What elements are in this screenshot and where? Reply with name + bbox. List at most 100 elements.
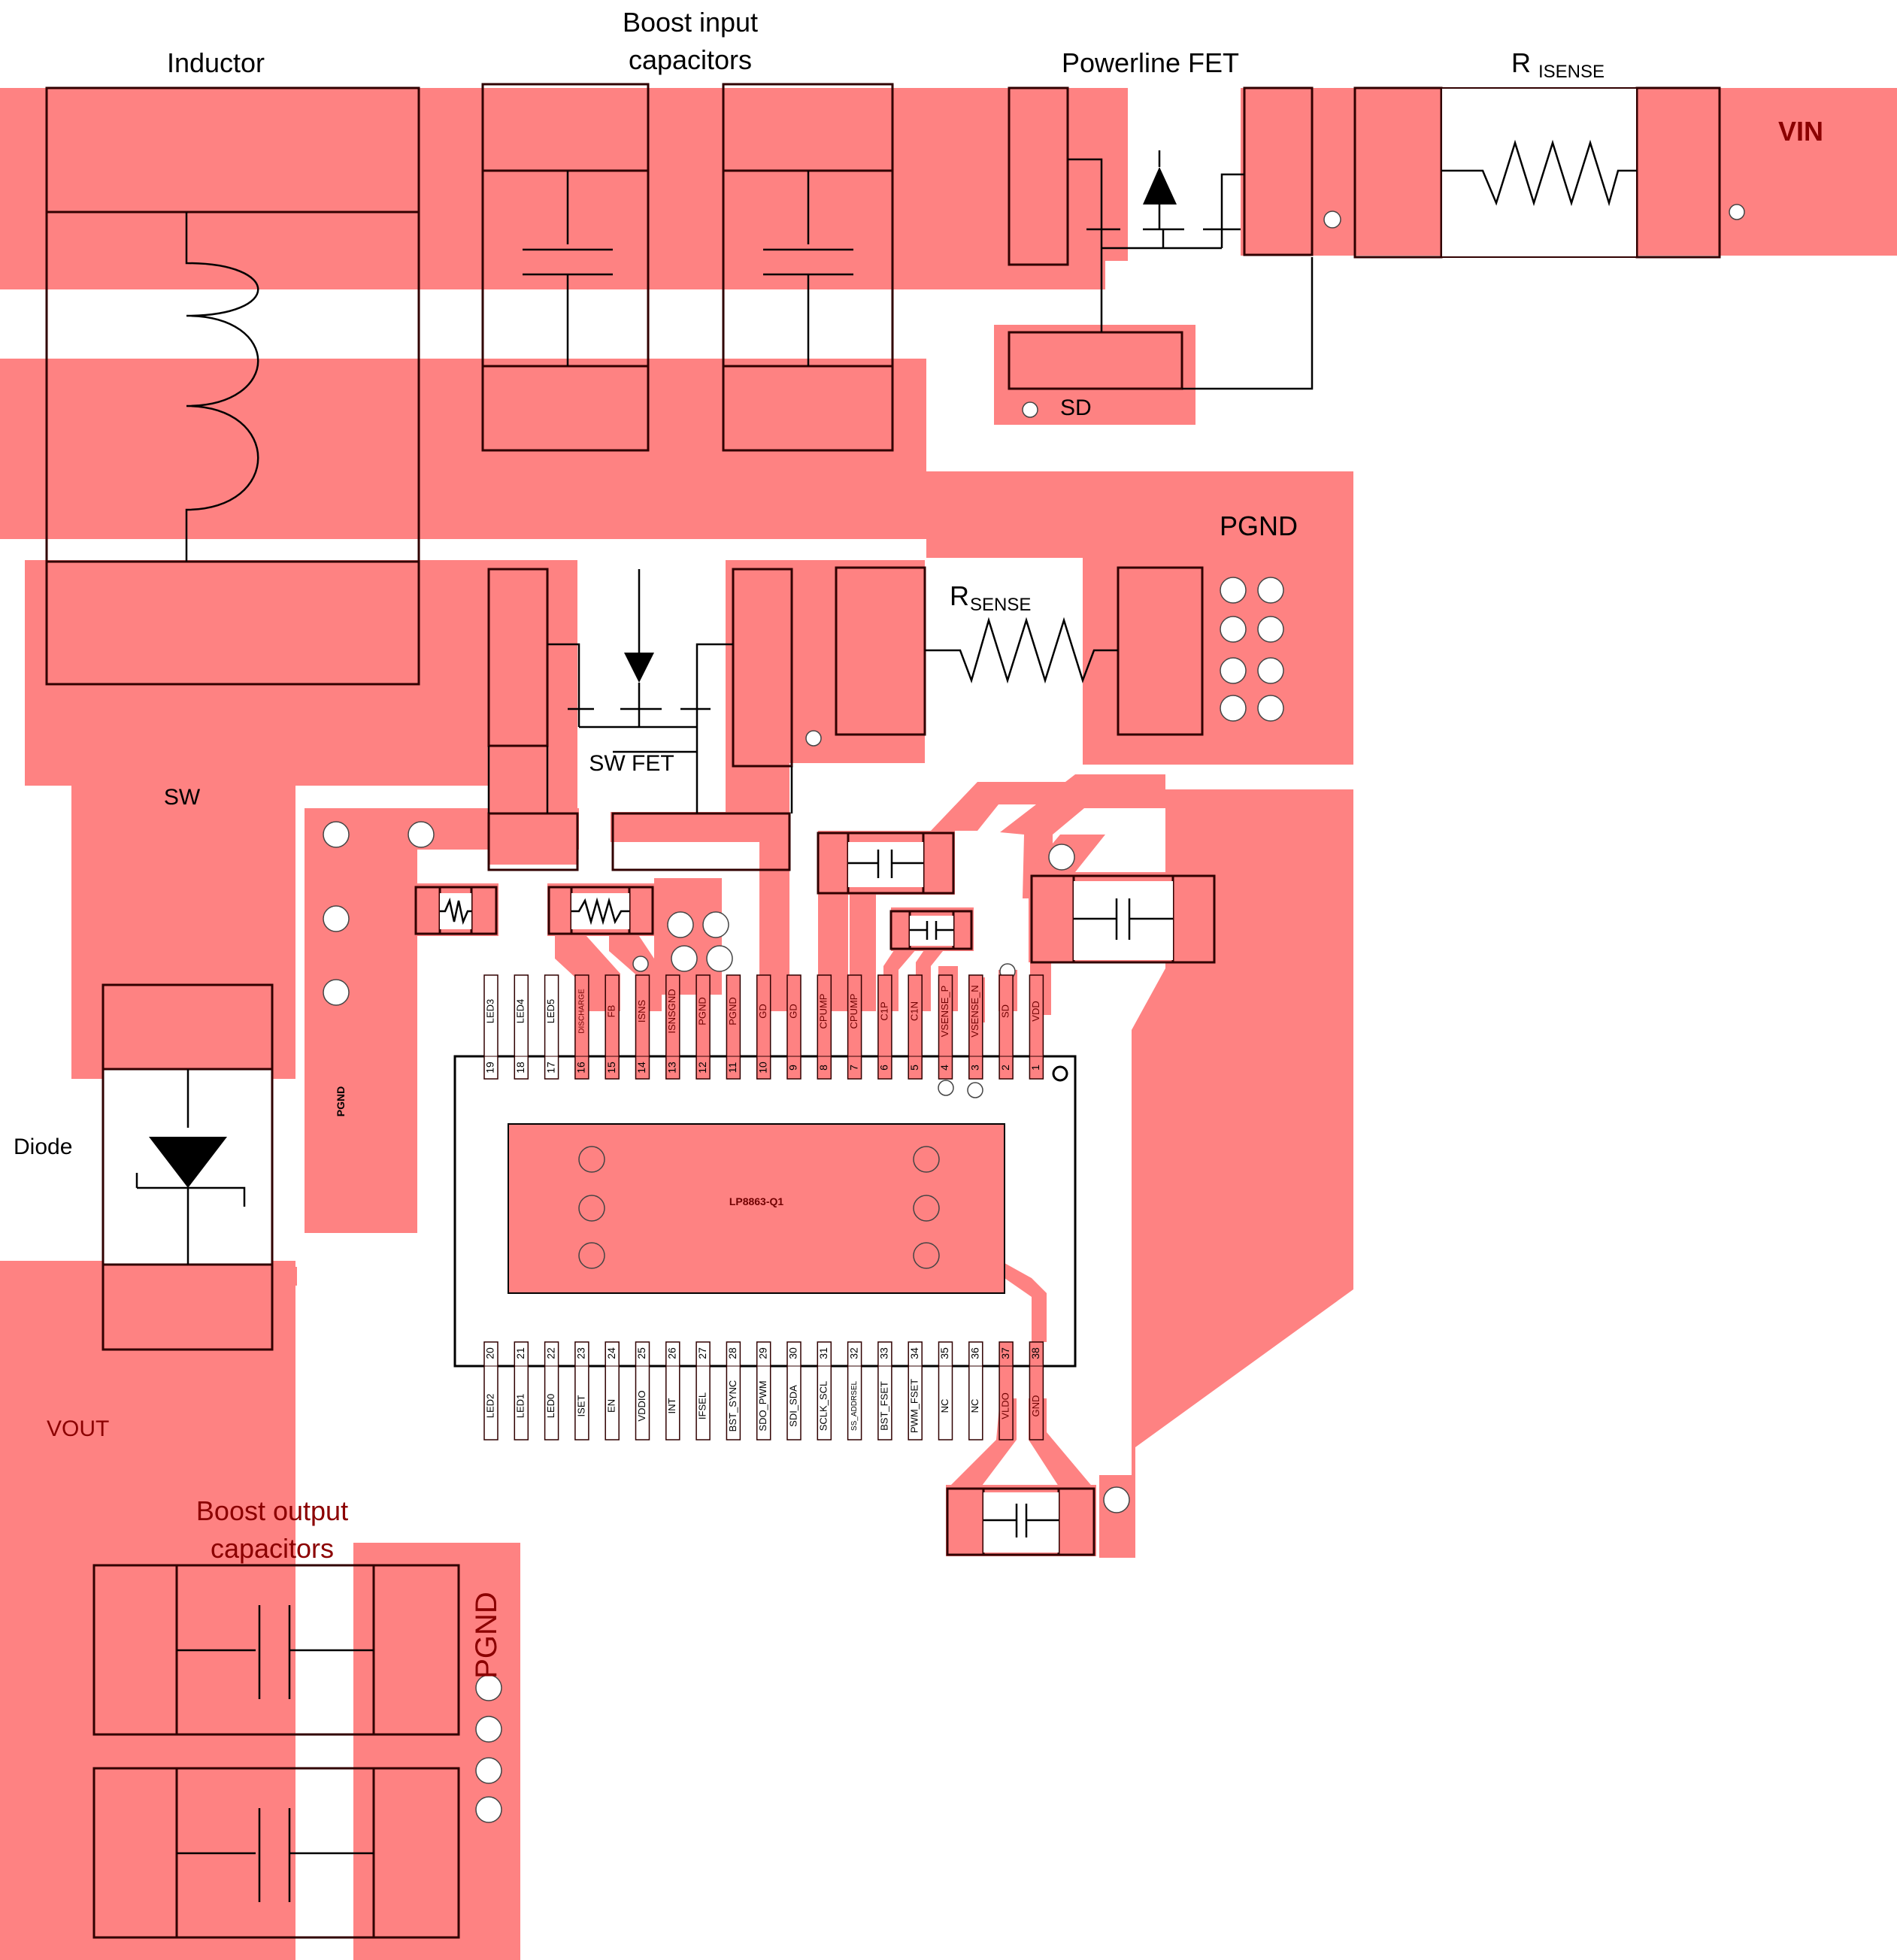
pin-pad xyxy=(574,974,589,1080)
vdd-cap-window xyxy=(1074,881,1173,960)
pin-name: LED1 xyxy=(515,1394,526,1419)
pin-number: 23 xyxy=(575,1347,587,1359)
via xyxy=(1729,204,1745,220)
via xyxy=(1220,616,1247,643)
pin-number: 1 xyxy=(1029,1065,1041,1071)
pin-number: 14 xyxy=(635,1062,647,1074)
pin-name: GND xyxy=(1030,1395,1041,1417)
via xyxy=(1220,577,1247,604)
pin-name: NC xyxy=(969,1399,980,1413)
pin-number: 24 xyxy=(605,1347,617,1359)
pin-name: VDD xyxy=(1030,1001,1041,1021)
ic-pin: 1 VDD xyxy=(1029,974,1044,1080)
pin-number: 7 xyxy=(847,1065,859,1071)
sw-fet-pad-left xyxy=(487,568,549,747)
powerline-fet-gate-pad xyxy=(1102,88,1128,261)
thermal-via xyxy=(578,1195,605,1222)
boost-output-label-line1: Boost output xyxy=(196,1495,348,1526)
pgnd-strip-body xyxy=(305,808,417,1233)
pin-name: EN xyxy=(606,1399,617,1413)
pin-number: 33 xyxy=(878,1347,890,1359)
boost-input-cap-2 xyxy=(722,83,894,452)
pin-number: 2 xyxy=(999,1065,1011,1071)
pin-pad xyxy=(786,974,802,1080)
pin-number: 36 xyxy=(969,1347,981,1359)
vldo-cap-window xyxy=(983,1492,1059,1553)
via xyxy=(1220,657,1247,684)
window-borders xyxy=(102,832,1216,1556)
risense-body xyxy=(1441,87,1638,258)
c1-cap-border xyxy=(889,910,973,950)
boost-input-cap-2-symbol xyxy=(763,171,853,366)
via xyxy=(1048,844,1075,871)
pin-name: PGND xyxy=(697,997,708,1025)
pin-pad xyxy=(514,974,529,1080)
powerline-fet-label: Powerline FET xyxy=(1062,47,1239,78)
risense-label-main: R xyxy=(1511,47,1531,78)
pin-name: SDO_PWM xyxy=(757,1380,768,1431)
pin-name: IFSEL xyxy=(697,1392,708,1419)
sw-fet-label: SW FET xyxy=(589,751,674,776)
pin-pad xyxy=(665,974,680,1080)
diode-border xyxy=(102,983,274,1351)
pin-name: LED4 xyxy=(515,999,526,1024)
pin-name: VLDO xyxy=(1000,1392,1011,1419)
via xyxy=(938,1080,954,1096)
c1-cap-symbol xyxy=(910,921,953,940)
pin-number: 27 xyxy=(696,1347,708,1359)
pin-name: SD xyxy=(1000,1004,1011,1018)
ic-name: LP8863-Q1 xyxy=(729,1195,784,1207)
gap-sw-pgnd xyxy=(295,786,305,1267)
pin-number: 35 xyxy=(938,1347,950,1359)
diode-symbol xyxy=(135,1069,246,1265)
pgnd-bottom-label: PGND xyxy=(470,1592,503,1679)
pin-number: 32 xyxy=(847,1347,859,1359)
pin-number: 18 xyxy=(514,1062,526,1074)
via xyxy=(1257,577,1284,604)
pin-name: LED5 xyxy=(545,999,556,1024)
pin-1-marker xyxy=(1052,1065,1068,1082)
c1p-trace xyxy=(883,944,921,1011)
pin-name: BST_SYNC xyxy=(727,1380,738,1432)
pin-pad xyxy=(483,974,498,1080)
ic-pin: 9GD xyxy=(786,974,802,1080)
boost-output-cap-1 xyxy=(92,1564,460,1736)
vout-copper xyxy=(0,1261,297,1960)
via xyxy=(706,945,733,972)
discharge-trace xyxy=(555,936,620,1011)
diode-triangle xyxy=(149,1137,227,1188)
pin-number: 28 xyxy=(726,1347,738,1359)
via xyxy=(702,911,729,938)
pin-name: BST_FSET xyxy=(878,1381,889,1431)
pin-name: LED2 xyxy=(484,1394,495,1419)
boost-output-cap-2-symbol xyxy=(177,1808,374,1902)
pin-name: GD xyxy=(757,1004,768,1019)
pgnd-top-label: PGND xyxy=(1220,510,1298,541)
sw-copper-lower xyxy=(25,560,577,786)
pin-name: VDDIO xyxy=(636,1390,647,1421)
vdd-cap-border xyxy=(1030,874,1216,964)
sw-net-label: SW xyxy=(164,785,201,810)
via xyxy=(323,979,350,1006)
powerline-fet-pad-right xyxy=(1243,86,1314,256)
thermal-via xyxy=(913,1242,940,1269)
pin-name: LED0 xyxy=(545,1394,556,1419)
boost-input-label-line2: capacitors xyxy=(629,44,752,75)
via xyxy=(1022,401,1038,418)
via xyxy=(805,730,822,747)
pin-number: 4 xyxy=(938,1065,950,1071)
